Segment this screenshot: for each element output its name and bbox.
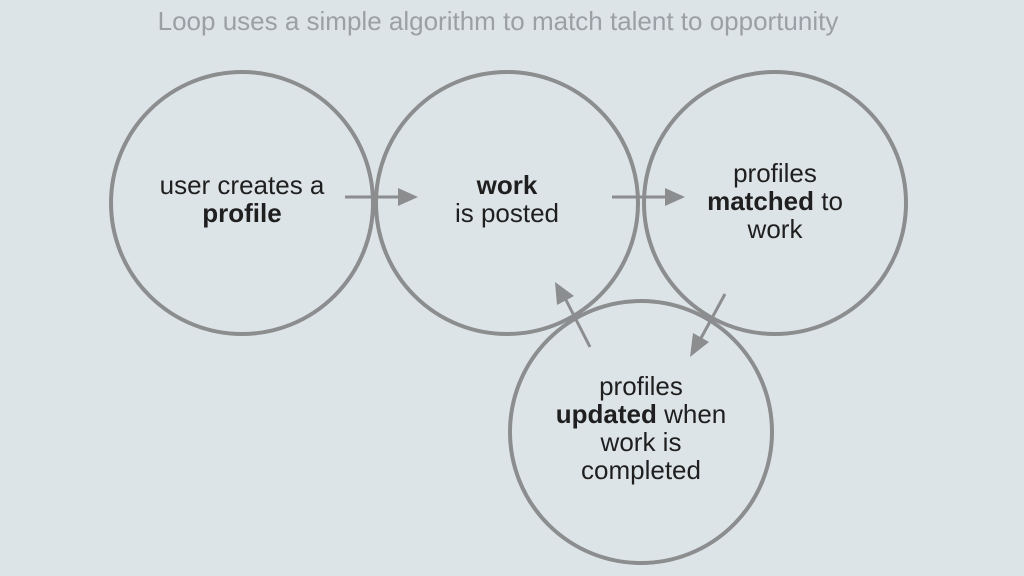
step-profiles-matched-line1: profiles xyxy=(733,158,817,188)
circle-work-posted xyxy=(374,70,640,336)
step-work-posted-bold: work xyxy=(476,170,538,200)
arrow-work-to-matched xyxy=(612,188,685,206)
step-create-profile-line1: user creates a xyxy=(159,170,325,200)
step-profiles-updated-bold: updated xyxy=(555,399,657,429)
diagram-title: Loop uses a simple algorithm to match ta… xyxy=(157,6,839,36)
step-profiles-updated: profiles updated when work is completed xyxy=(521,372,761,484)
step-profiles-updated-line3: work is xyxy=(600,427,682,457)
step-profiles-matched-bold: matched xyxy=(707,186,814,216)
arrow-updated-to-work xyxy=(555,282,592,348)
arrow-matched-to-updated xyxy=(690,293,727,357)
step-create-profile-bold: profile xyxy=(202,198,282,228)
step-create-profile: user creates a profile xyxy=(122,171,362,227)
step-profiles-matched-after-bold: to xyxy=(814,186,843,216)
arrow-profile-to-work xyxy=(345,188,418,206)
circle-profiles-updated xyxy=(508,299,774,565)
step-work-posted: work is posted xyxy=(387,171,627,227)
step-work-posted-line2: is posted xyxy=(454,198,560,228)
step-profiles-matched-line3: work xyxy=(747,214,803,244)
circle-profiles-matched xyxy=(642,70,908,336)
step-profiles-updated-line4: completed xyxy=(581,455,701,485)
step-profiles-updated-after-bold: when xyxy=(656,399,727,429)
circle-create-profile xyxy=(109,70,375,336)
step-profiles-updated-line1: profiles xyxy=(599,371,683,401)
step-profiles-matched: profiles matched to work xyxy=(655,159,895,243)
